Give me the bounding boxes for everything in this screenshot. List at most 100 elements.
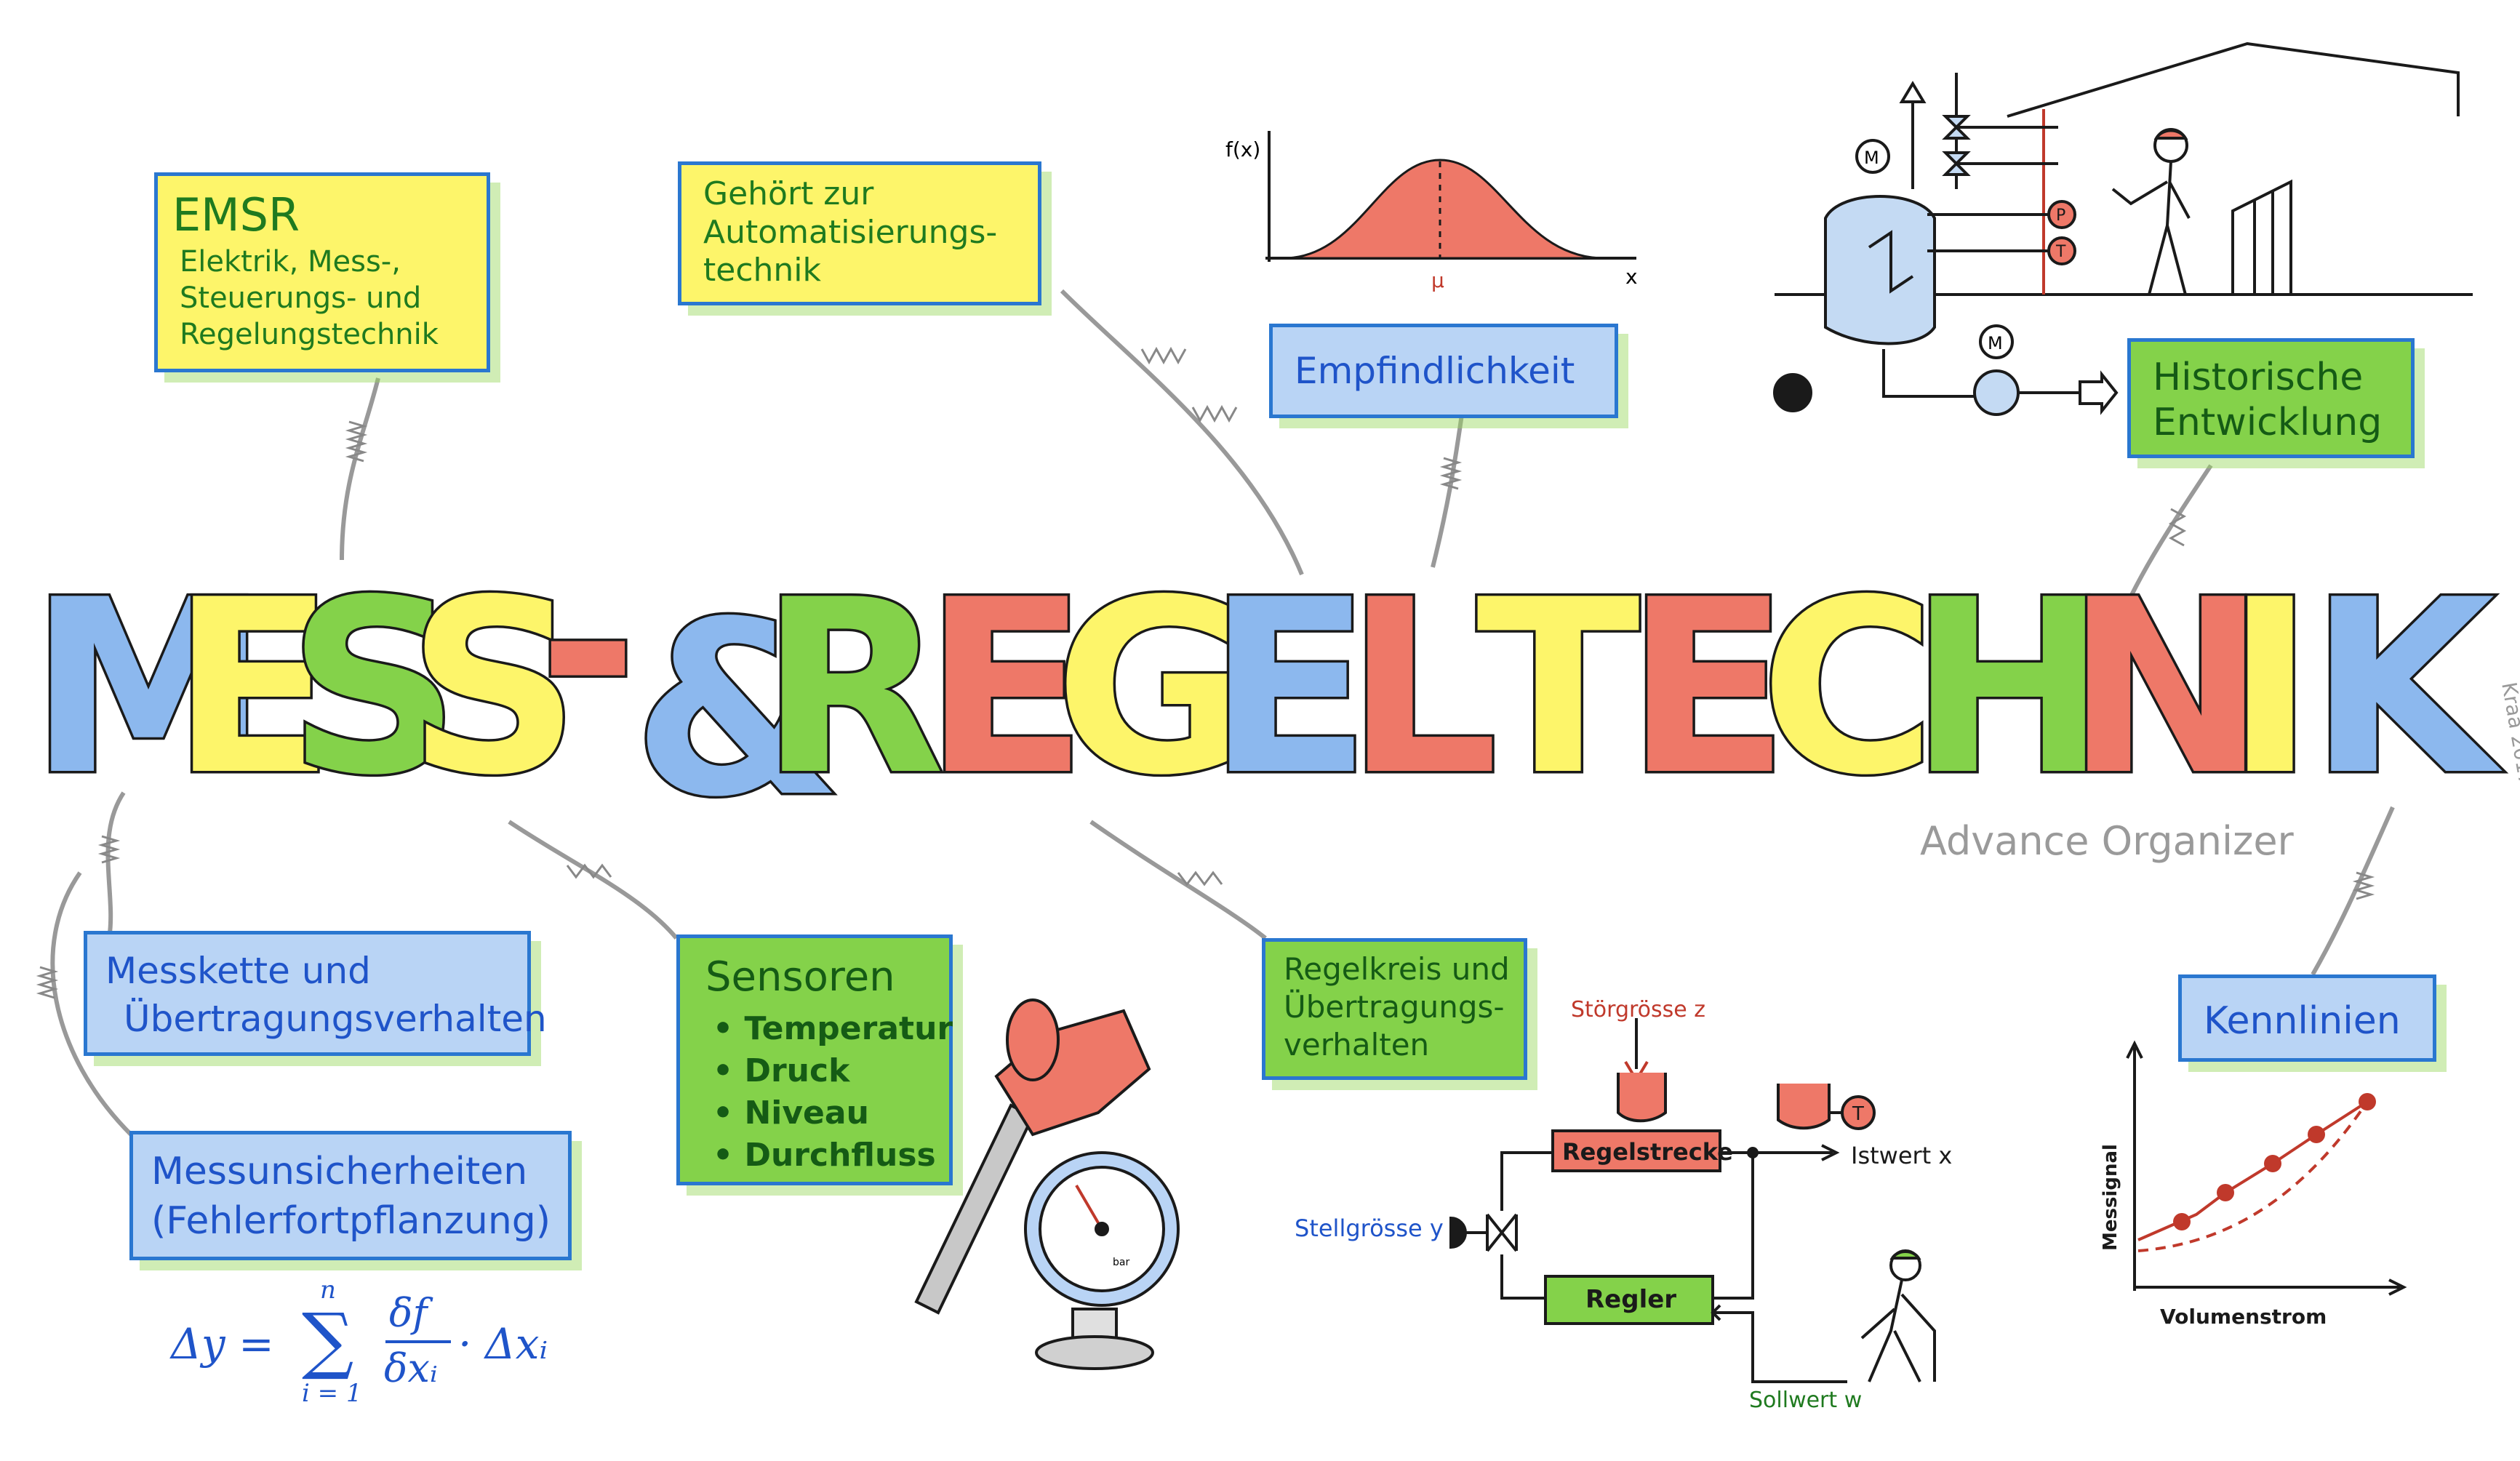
nonlinear-curve: [2137, 1100, 2369, 1252]
formula-num: δf: [389, 1290, 428, 1336]
connector-emsr: [340, 377, 380, 561]
box-emsr: EMSR Elektrik, Mess-, Steuerungs- und Re…: [154, 172, 490, 372]
chain-line1: Messkette und: [105, 950, 371, 992]
gauss-ylabel: f(x): [1225, 137, 1260, 161]
title-letter-17: I: [2225, 548, 2315, 828]
sensors-item-2: • Druck: [713, 1052, 850, 1089]
loop-line2: Übertragungs-: [1284, 989, 1505, 1025]
spring-coils: [36, 346, 2375, 999]
title-letter-13: E: [1625, 548, 1789, 828]
connector-sensors: [508, 820, 679, 940]
title-letter-3: S: [287, 548, 460, 828]
history-line1: Historische: [2153, 356, 2364, 399]
output-label: Istwert x: [1851, 1142, 1952, 1169]
disturbance-tank: [1617, 1073, 1667, 1123]
title-letter-5: -: [538, 505, 638, 784]
title-letter-8: E: [924, 548, 1087, 828]
title-letter-10: E: [1207, 548, 1371, 828]
sensor-illustration: [914, 998, 1180, 1370]
curve-points: [2173, 1093, 2376, 1230]
title-letter-1: M: [29, 548, 268, 828]
motor2-label: M: [1988, 333, 2003, 353]
box-uncertainty: Messunsicherheiten (Fehlerfortpflanzung): [129, 1131, 572, 1260]
box-automation: Gehört zur Automatisierungs- technik: [678, 161, 1041, 305]
automation-line1: Gehört zur: [703, 175, 874, 212]
connector-curves: [2311, 806, 2395, 976]
drain-valve: [1773, 373, 1812, 412]
subtitle: Advance Organizer: [1920, 818, 2295, 864]
box-sensors: Sensoren • Temperatur • Druck • Niveau •…: [676, 934, 953, 1185]
emsr-line3: Regelungstechnik: [180, 318, 439, 351]
sensor-tank: [1777, 1084, 1831, 1130]
plant-label: Regelstrecke: [1562, 1138, 1733, 1166]
worker2-body: [1860, 1279, 1936, 1382]
gauge-base: [1035, 1335, 1154, 1370]
title-letter-15: H: [1909, 548, 2110, 828]
emsr-line2: Steuerungs- und: [180, 281, 422, 315]
formula-sum-top: n: [320, 1276, 336, 1305]
controller-block: [1544, 1275, 1714, 1325]
loop-line3: verhalten: [1284, 1027, 1430, 1062]
box-sensitivity: Empfindlichkeit: [1269, 324, 1618, 418]
actuating-label: Stellgrösse y: [1295, 1214, 1444, 1242]
gauss-mu: μ: [1431, 268, 1444, 292]
gauss-chart: [1265, 131, 1636, 262]
connector-lines: [50, 289, 2395, 1137]
plant-diagram: [1773, 41, 2473, 416]
gauge-stem: [1071, 1308, 1118, 1340]
history-line2: Entwicklung: [2153, 401, 2383, 444]
linear-curve: [2137, 1100, 2369, 1241]
motor1-circle: [1855, 139, 1890, 174]
title-letter-14: C: [1760, 548, 1936, 828]
emsr-line1: Elektrik, Mess-,: [180, 245, 401, 279]
title-letter-7: R: [760, 548, 945, 828]
box-loop: Regelkreis und Übertragungs- verhalten: [1262, 938, 1527, 1080]
formula-lhs: Δy =: [171, 1319, 274, 1369]
plant-block: [1551, 1129, 1721, 1172]
formula-rhs: · Δxᵢ: [458, 1319, 548, 1369]
connector-automation: [1060, 289, 1304, 576]
title-letter-16: N: [2065, 548, 2266, 828]
sensors-heading: Sensoren: [705, 953, 895, 1001]
box-curves: Kennlinien: [2178, 974, 2436, 1062]
automation-line3: technik: [703, 252, 821, 289]
connector-sensitivity: [1431, 414, 1464, 568]
signature: Kraa 2017: [2497, 680, 2520, 788]
controller-label: Regler: [1585, 1285, 1676, 1314]
sensors-item-1: • Temperatur: [713, 1010, 953, 1047]
box-history: Historische Entwicklung: [2127, 338, 2415, 458]
control-loop: [1449, 1018, 1936, 1383]
sensors-item-4: • Durchfluss: [713, 1137, 936, 1174]
title-letter-6: &: [633, 570, 842, 849]
title-letter-9: G: [1055, 548, 1252, 828]
tank: [1824, 195, 1936, 345]
inlet-arrow: [2079, 370, 2119, 415]
title-letter-4: S: [407, 548, 580, 828]
box-chain: Messkette und Übertragungsverhalten: [84, 931, 547, 1056]
title-letter-18: K: [2309, 548, 2504, 828]
motor2-circle: [1979, 324, 2014, 359]
formula-sum: ∑: [302, 1297, 354, 1382]
formula-fraction-bar: [385, 1340, 451, 1343]
sensorT-label: T: [2055, 243, 2066, 261]
uncertainty-line2: (Fehlerfortpflanzung): [151, 1199, 551, 1243]
automation-line2: Automatisierungs-: [703, 214, 998, 251]
title-letter-12: T: [1476, 548, 1641, 828]
formula-den: δxᵢ: [384, 1345, 438, 1391]
error-propagation-formula: Δy = n ∑ i = 1 δf δxᵢ · Δxᵢ: [171, 1276, 578, 1414]
disturbance-label: Störgrösse z: [1571, 997, 1705, 1022]
connector-history: [2129, 464, 2213, 598]
sensitivity-label: Empfindlichkeit: [1295, 350, 1575, 392]
gauge-needle: [1075, 1184, 1103, 1230]
gauss-curve: [1287, 159, 1601, 260]
sensorP-label: P: [2056, 207, 2065, 225]
sensor-T-label: T: [1852, 1103, 1864, 1125]
curves-label: Kennlinien: [2204, 999, 2401, 1043]
emsr-heading: EMSR: [172, 188, 300, 241]
setpoint-label: Sollwert w: [1749, 1388, 1862, 1413]
loop-line1: Regelkreis und: [1284, 951, 1510, 987]
gauss-xlabel: x: [1625, 265, 1638, 289]
title-letter-2: E: [171, 548, 335, 828]
connector-uncertainty: [50, 871, 133, 1137]
